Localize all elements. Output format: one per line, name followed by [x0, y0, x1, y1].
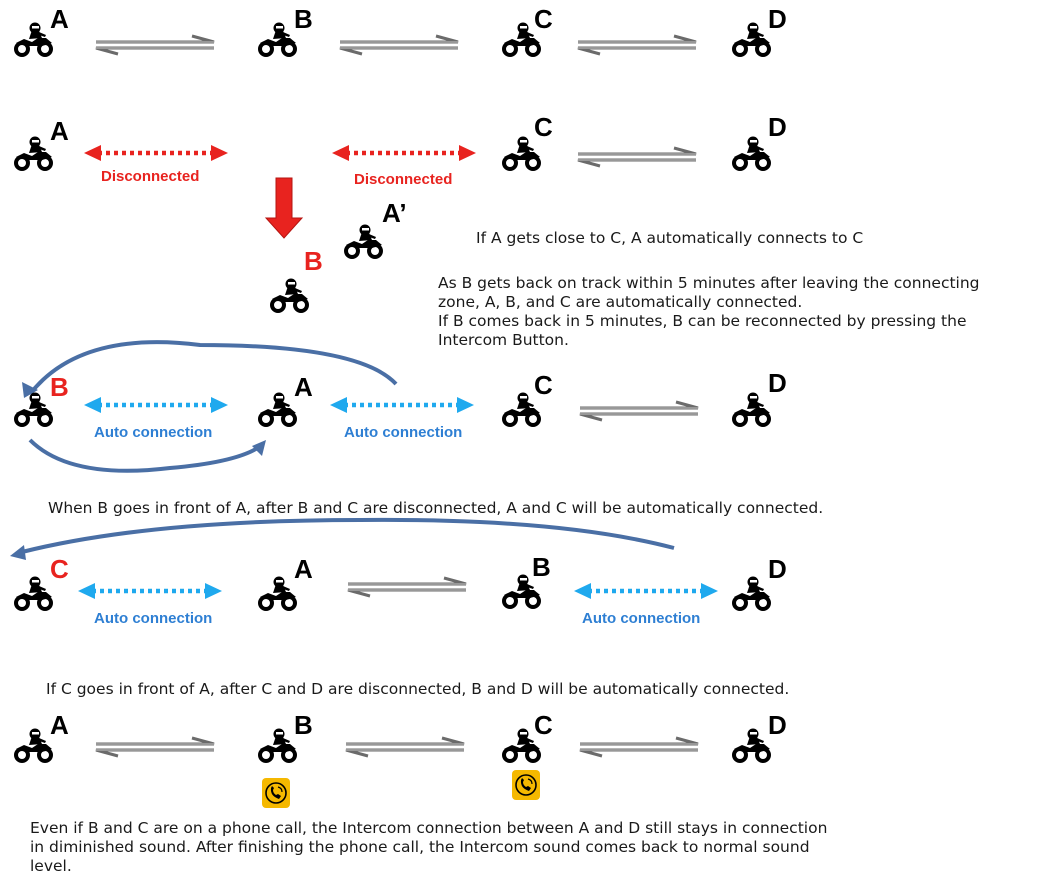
curve-arrow	[21, 517, 675, 554]
caption-c-in-front: If C goes in front of A, after C and D a…	[46, 680, 790, 698]
motorcycle-icon	[732, 726, 772, 763]
auto-connection-label: Auto connection	[94, 424, 212, 441]
curve-arrow	[28, 438, 264, 473]
auto-connection-arrow	[574, 583, 718, 599]
rider-label-b: B	[294, 4, 313, 34]
double-arrow-icon	[576, 34, 698, 56]
motorcycle-icon	[270, 276, 310, 313]
down-arrow	[264, 177, 304, 239]
rider-label-d: D	[768, 554, 787, 584]
curve-arrowhead	[252, 440, 266, 456]
phone-icon	[261, 777, 291, 809]
rider-label-c: C	[534, 370, 553, 400]
motorcycle-icon	[14, 134, 54, 171]
caption-b-back-on-track: As B gets back on track within 5 minutes…	[438, 274, 980, 349]
motorcycle-icon	[14, 390, 54, 427]
double-arrow-icon	[576, 146, 698, 168]
auto-connection-label: Auto connection	[582, 610, 700, 627]
double-arrow-icon	[578, 400, 700, 422]
motorcycle-icon	[14, 726, 54, 763]
auto-connection-arrow	[84, 397, 228, 413]
caption-a-close-to-c: If A gets close to C, A automatically co…	[476, 229, 864, 247]
rider-label-b-highlight: B	[50, 372, 69, 402]
motorcycle-icon	[14, 574, 54, 611]
rider-label-b: B	[532, 552, 551, 582]
rider-label-a: A	[50, 4, 69, 34]
motorcycle-icon	[732, 574, 772, 611]
caption-phone-call: Even if B and C are on a phone call, the…	[30, 819, 828, 875]
double-arrow-icon	[338, 34, 460, 56]
rider-label-c: C	[534, 112, 553, 142]
double-arrow-icon	[94, 736, 216, 758]
rider-label-d: D	[768, 112, 787, 142]
double-arrow-icon	[94, 34, 216, 56]
rider-label-a-prime: A’	[382, 198, 407, 228]
curve-arrowhead	[10, 545, 26, 560]
rider-label-c-highlight: C	[50, 554, 69, 584]
rider-label-a: A	[50, 710, 69, 740]
row-5: A B C D	[14, 710, 787, 809]
motorcycle-icon	[258, 20, 298, 57]
motorcycle-icon	[258, 726, 298, 763]
rider-label-c: C	[534, 710, 553, 740]
row-1: A B C D	[14, 4, 787, 57]
auto-connection-arrow	[330, 397, 474, 413]
double-arrow-icon	[344, 736, 466, 758]
phone-icon	[511, 769, 541, 801]
rider-label-c: C	[534, 4, 553, 34]
motorcycle-icon	[344, 222, 384, 259]
rider-label-d: D	[768, 368, 787, 398]
auto-connection-arrow	[78, 583, 222, 599]
motorcycle-icon	[732, 134, 772, 171]
motorcycle-icon	[258, 390, 298, 427]
rider-label-b: B	[294, 710, 313, 740]
curve-arrow	[28, 340, 398, 396]
disconnected-arrow	[84, 145, 228, 161]
auto-connection-label: Auto connection	[344, 424, 462, 441]
motorcycle-icon	[14, 20, 54, 57]
motorcycle-icon	[732, 390, 772, 427]
rider-label-b-highlight: B	[304, 246, 323, 276]
auto-connection-label: Auto connection	[94, 610, 212, 627]
row-3: B Auto connection A Auto connection C D	[14, 340, 787, 473]
rider-label-d: D	[768, 4, 787, 34]
motorcycle-icon	[732, 20, 772, 57]
rider-label-d: D	[768, 710, 787, 740]
double-arrow-icon	[346, 576, 468, 598]
rider-label-a: A	[294, 554, 313, 584]
disconnected-arrow	[332, 145, 476, 161]
rider-label-a: A	[294, 372, 313, 402]
rider-label-a: A	[50, 116, 69, 146]
row-4: C Auto connection A B Auto connection D	[10, 517, 787, 627]
double-arrow-icon	[578, 736, 700, 758]
motorcycle-icon	[258, 574, 298, 611]
caption-b-in-front: When B goes in front of A, after B and C…	[48, 499, 824, 517]
disconnected-label: Disconnected	[101, 168, 199, 185]
disconnected-label: Disconnected	[354, 171, 452, 188]
curve-arrowhead	[22, 382, 38, 398]
row-2: A Disconnected Disconnected C D A’ B	[14, 112, 787, 313]
